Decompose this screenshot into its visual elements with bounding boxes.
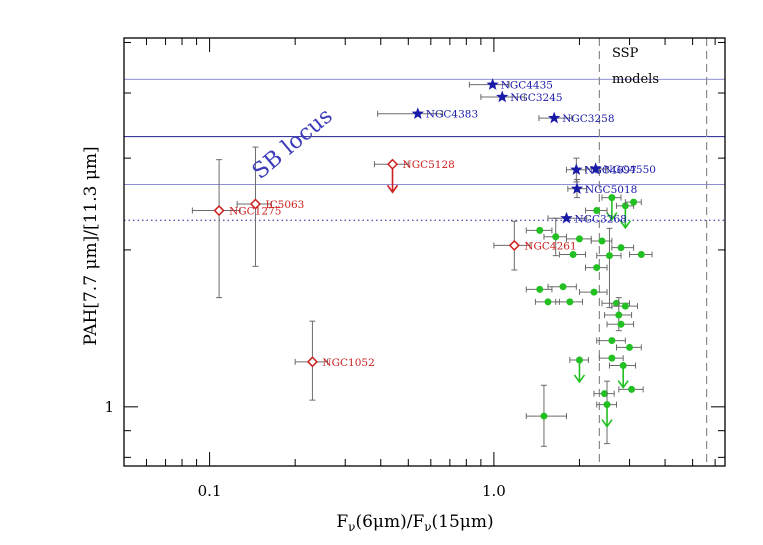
blue-label-NGC4550: NGC4550 [604,164,656,176]
red-point-IC5063 [249,198,262,210]
blue-label-NGC4383: NGC4383 [426,109,478,121]
green-upper-limit-arrow-head [619,220,631,230]
green-point [540,412,548,420]
green-point [569,250,577,258]
ssp-label-line1: SSP [612,46,639,61]
blue-point-NGC3268 [560,211,573,224]
blue-label-NGC3258: NGC3258 [562,113,614,125]
blue-label-NGC4435: NGC4435 [501,80,553,92]
green-point [617,244,625,252]
blue-point-NGC3245 [496,90,509,103]
green-upper-limit-arrow-head [617,380,629,389]
green-point [566,298,574,306]
green-point [628,385,636,393]
green-point [608,337,616,345]
axis-ticks [123,38,725,466]
green-point [544,298,552,306]
green-point [621,302,629,310]
green-point [603,401,611,409]
green-point [559,283,567,291]
blue-point-NGC4383 [411,107,424,119]
ssp-model-lines [598,38,708,466]
red-point-NGC1052 [306,356,318,368]
blue-point-NGC5018 [570,182,584,194]
plot-frame [123,37,726,467]
red-label-IC5063: IC5063 [265,199,304,211]
blue-label-NGC4697: NGC4697 [584,165,636,177]
red-point-NGC1275 [213,204,225,217]
y-axis-label: PAH[7.7 μm]/[11.3 μm] [81,146,101,345]
green-point [598,237,606,245]
green-point [593,264,601,272]
blue-point-NGC4435 [486,78,499,90]
blue-label-NGC5018: NGC5018 [585,184,637,196]
green-point [536,285,544,293]
green-point [630,198,638,206]
blue-point-NGC4697 [570,163,583,175]
red-label-NGC1275: NGC1275 [229,206,281,218]
green-point [536,226,544,234]
green-point [552,233,560,241]
blue-label-NGC3245: NGC3245 [510,92,562,104]
green-point [601,390,609,398]
green-point [619,362,627,370]
green-point [626,343,634,351]
green-point [605,252,613,260]
y-tick-label: 1 [104,398,114,416]
red-label-NGC4261: NGC4261 [524,240,576,252]
green-point [617,320,625,328]
green-upper-limit-arrow-head [573,374,586,384]
red-label-NGC5128: NGC5128 [403,159,455,171]
x-axis-label: Fν(6μm)/Fν(15μm) [336,512,493,534]
green-point [590,288,598,296]
x-tick-label: 1.0 [482,482,506,500]
sb-locus-lines [124,78,725,185]
blue-point-NGC3258 [548,111,561,124]
x-tick-label: 0.1 [198,482,222,500]
red-upper-limit-arrow-head [386,184,399,194]
red-label-NGC1052: NGC1052 [322,357,374,369]
green-point [613,299,621,307]
axis-tick-labels: 0.1 1.0 1 [104,398,505,500]
blue-label-NGC3268: NGC3268 [574,213,626,225]
green-upper-limit-arrow-head [601,419,613,428]
green-point [608,354,616,362]
green-point [575,235,583,243]
red-point-NGC4261 [508,239,520,251]
green-point [575,356,583,364]
blue-point-NGC4550 [589,162,602,175]
ssp-label-line2: models [612,72,659,87]
green-upper-limit-arrow-head [606,212,618,221]
green-point [593,207,601,215]
green-point [615,311,623,319]
green-point [637,250,645,258]
green-point [608,194,616,202]
red-point-NGC5128 [386,158,399,170]
data-points [191,78,653,447]
green-point [621,202,629,210]
